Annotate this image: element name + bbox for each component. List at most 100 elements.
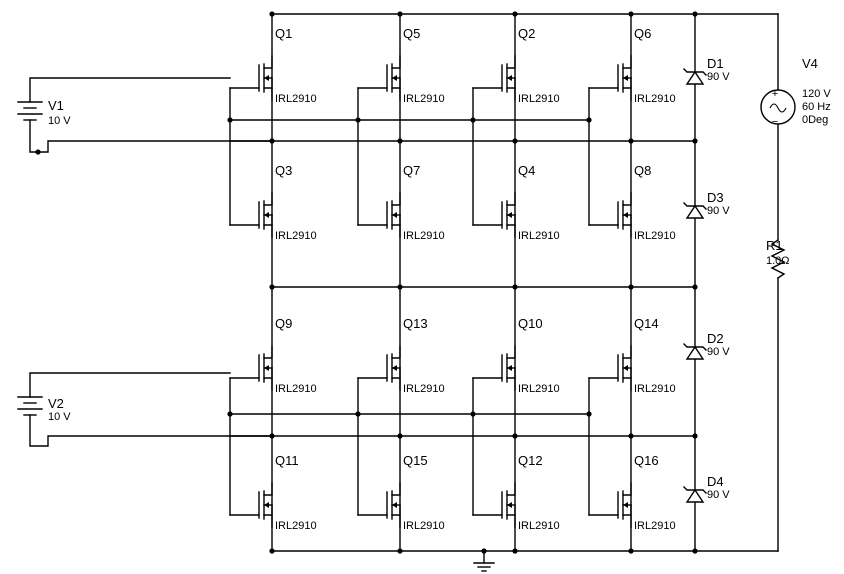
drain-lead [391,345,401,359]
source-lead [622,514,632,528]
transistor-part-label: IRL2910 [403,383,445,395]
transistor-label: Q2 [518,26,535,41]
wire [29,372,231,398]
nmos-transistor [472,345,516,391]
arrow [264,502,269,508]
source-lead [506,224,516,238]
wire [29,77,231,103]
nmos-transistor [472,192,516,238]
transistor-label: Q16 [634,453,659,468]
transistor-part-label: IRL2910 [634,93,676,105]
minus-sign: − [772,116,778,128]
transistor-part-label: IRL2910 [634,230,676,242]
v1-value: 10 V [48,115,71,127]
arrow [264,365,269,371]
v2-value: 10 V [48,411,71,423]
v2-label: V2 [48,396,64,411]
drain-lead [506,55,516,69]
r1-value: 1.0Ω [766,255,790,267]
nmos-transistor [588,55,632,101]
transistor-part-label: IRL2910 [275,230,317,242]
source-lead [506,87,516,101]
nmos-transistor [229,55,273,101]
nmos-transistor [229,192,273,238]
drain-lead [391,482,401,496]
transistor-part-label: IRL2910 [518,93,560,105]
arrow [507,212,512,218]
source-lead [506,514,516,528]
transistor-label: Q15 [403,453,428,468]
source-lead [622,377,632,391]
arrow [392,75,397,81]
wire [29,414,273,447]
nmos-transistor [588,482,632,528]
arrow [264,75,269,81]
v1-label: V1 [48,98,64,113]
junction-dot [397,11,403,17]
junction-dot [512,138,518,144]
junction-dot [397,138,403,144]
transistor-label: Q6 [634,26,651,41]
arrow [264,212,269,218]
drain-lead [263,55,273,69]
diode-label: D4 [707,474,724,489]
nmos-transistor [357,345,401,391]
transistor-part-label: IRL2910 [518,383,560,395]
wires [17,11,779,572]
arrow [623,365,628,371]
drain-lead [622,192,632,206]
transistor-part-label: IRL2910 [634,520,676,532]
junction-dot [512,433,518,439]
nmos-transistor [357,55,401,101]
v4-label: V4 [802,56,818,71]
diode-label: D3 [707,190,724,205]
transistor-part-label: IRL2910 [518,520,560,532]
transistor-part-label: IRL2910 [275,93,317,105]
junction-dot [397,433,403,439]
junction-dot [397,284,403,290]
drain-lead [622,345,632,359]
junction-dot [269,284,275,290]
junction-dot [35,149,41,155]
diode-label: D1 [707,56,724,71]
drain-lead [263,345,273,359]
junction-dot [628,548,634,554]
source-lead [263,514,273,528]
sine-icon [769,103,787,113]
source-lead [622,224,632,238]
arrow [623,502,628,508]
junction-dot [269,548,275,554]
transistor-part-label: IRL2910 [403,520,445,532]
arrow [392,502,397,508]
transistor-part-label: IRL2910 [275,383,317,395]
nmos-transistor [357,192,401,238]
zener-bar [683,486,707,494]
drain-lead [263,482,273,496]
arrow [623,212,628,218]
transistor-part-label: IRL2910 [634,383,676,395]
arrow [392,365,397,371]
zener-diode [683,202,707,219]
source-lead [391,87,401,101]
source-lead [391,514,401,528]
zener-bar [683,343,707,351]
plus-sign: + [772,88,778,100]
drain-lead [622,55,632,69]
transistor-label: Q9 [275,316,292,331]
v4-voltage: 120 V [802,88,831,100]
zener-bar [683,68,707,76]
drain-lead [391,192,401,206]
junction-dot [628,284,634,290]
transistor-part-label: IRL2910 [403,93,445,105]
zener-diode [683,343,707,360]
junction-dot [397,548,403,554]
source-lead [622,87,632,101]
components [229,55,796,528]
junction-dot [269,11,275,17]
zener-bar [683,202,707,210]
junction-dot [512,11,518,17]
transistor-label: Q11 [275,453,299,468]
drain-lead [506,345,516,359]
nmos-transistor [472,482,516,528]
source-lead [263,224,273,238]
